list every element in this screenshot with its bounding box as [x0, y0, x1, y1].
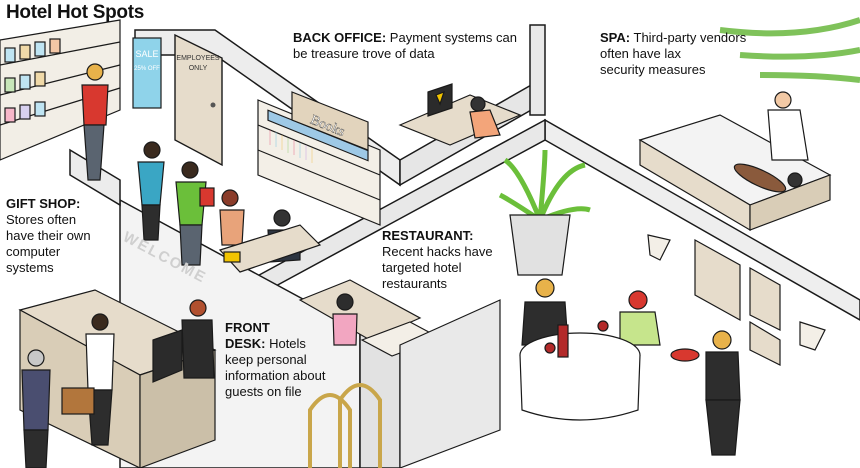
plant-pot	[509, 214, 571, 276]
employees-only-door: EMPLOYEES ONLY	[174, 33, 223, 167]
spa-area	[638, 17, 860, 232]
door-knob	[210, 102, 216, 108]
callout-spa-text2: often have lax	[600, 46, 681, 61]
callout-restaurant-text1: Recent hacks have	[382, 244, 493, 259]
shopper-body	[81, 84, 109, 126]
potted-plant	[498, 149, 591, 276]
tablecloth	[519, 354, 641, 421]
front-desk-monitor	[152, 329, 183, 383]
waitress	[670, 330, 741, 456]
callout-gift-shop-text1: Stores often	[6, 212, 77, 227]
restaurant-table	[519, 278, 661, 421]
older-guest-head	[27, 349, 45, 367]
client-back	[733, 163, 787, 193]
cashier-body	[219, 209, 245, 246]
plant-leaves	[498, 149, 591, 223]
diner-woman-body	[332, 313, 358, 346]
merch-box	[223, 251, 241, 263]
shopping-bag	[199, 187, 215, 207]
spa-divider	[529, 24, 546, 116]
callout-front-desk-label2: DESK:	[225, 336, 266, 351]
mirror-large	[694, 238, 741, 322]
callout-gift-shop: GIFT SHOP: Stores often have their own c…	[6, 196, 91, 276]
door-sign-line1: EMPLOYEES	[176, 55, 220, 62]
callout-gift-shop-label: GIFT SHOP:	[6, 196, 81, 211]
page-title: Hotel Hot Spots	[6, 2, 144, 23]
receptionist-body	[181, 319, 215, 379]
restaurant-wall-decor	[647, 234, 826, 366]
sale-sign: SALE 25% OFF	[132, 37, 162, 109]
book-spines	[269, 130, 313, 163]
wine-glass-left	[544, 342, 556, 354]
diner-woman2-body	[619, 311, 661, 346]
front-desk	[18, 289, 217, 468]
callout-back-office-label: BACK OFFICE:	[293, 30, 387, 45]
back-office-desk	[398, 83, 522, 146]
guest-body	[85, 333, 115, 391]
callout-gift-shop-text4: systems	[6, 260, 54, 275]
suitcase	[61, 387, 95, 415]
callout-spa-text1: Third-party vendors	[633, 30, 747, 45]
older-guest-body	[21, 369, 51, 431]
restaurant-booth	[298, 279, 501, 468]
waitress-body	[705, 351, 741, 401]
guest-head	[91, 313, 109, 331]
callout-front-desk-label: FRONT	[225, 320, 270, 335]
office-worker-head	[470, 96, 486, 112]
gift-shop-counter	[218, 224, 322, 273]
masseur-head	[774, 91, 792, 109]
luggage-cart	[308, 383, 382, 468]
callout-spa: SPA: Third-party vendors often have lax …	[600, 30, 746, 78]
diner-man2-head	[535, 278, 555, 298]
warning-icon	[435, 90, 445, 106]
callout-spa-text3: security measures	[600, 62, 706, 77]
sale-sign-percent: 25% OFF	[134, 66, 160, 72]
masseur-body	[767, 109, 809, 161]
frame-bottom	[749, 320, 781, 366]
callout-front-desk-text3: information about	[225, 368, 326, 383]
callout-restaurant-label: RESTAURANT:	[382, 228, 474, 243]
callout-spa-label: SPA:	[600, 30, 631, 45]
palm-leaves	[719, 17, 860, 83]
callout-restaurant: RESTAURANT: Recent hacks have targeted h…	[382, 228, 493, 292]
office-worker-body	[469, 109, 501, 139]
bookshelf: Books	[257, 91, 381, 226]
callout-back-office: BACK OFFICE: Payment systems can be trea…	[293, 30, 517, 62]
callout-restaurant-text3: restaurants	[382, 276, 448, 291]
shopper-head	[86, 63, 104, 81]
diner-woman2-head	[628, 290, 648, 310]
serving-dish	[670, 348, 700, 362]
diner-woman-head	[336, 293, 354, 311]
books-sign-board	[291, 91, 369, 151]
callout-restaurant-text2: targeted hotel	[382, 260, 462, 275]
callout-back-office-text2: be treasure trove of data	[293, 46, 435, 61]
callout-gift-shop-text3: computer	[6, 244, 61, 259]
customer-blue-shirt	[137, 161, 165, 206]
callout-gift-shop-text2: have their own	[6, 228, 91, 243]
callout-front-desk-text1: Hotels	[269, 336, 306, 351]
frame-top	[749, 266, 781, 331]
receptionist-head	[189, 299, 207, 317]
callout-front-desk-text4: guests on file	[225, 384, 302, 399]
callout-back-office-text1: Payment systems can	[389, 30, 517, 45]
wine-bottle	[557, 324, 569, 358]
sale-sign-text: SALE	[135, 49, 158, 59]
waitress-head	[712, 330, 732, 350]
wine-glass-right	[597, 320, 609, 332]
gift-shop-people	[81, 63, 322, 273]
callout-front-desk-text2: keep personal	[225, 352, 307, 367]
door-sign-line2: ONLY	[189, 65, 208, 72]
callout-front-desk: FRONT DESK: Hotels keep personal informa…	[225, 320, 325, 400]
booth-partition	[399, 299, 501, 468]
client-head	[787, 172, 803, 188]
